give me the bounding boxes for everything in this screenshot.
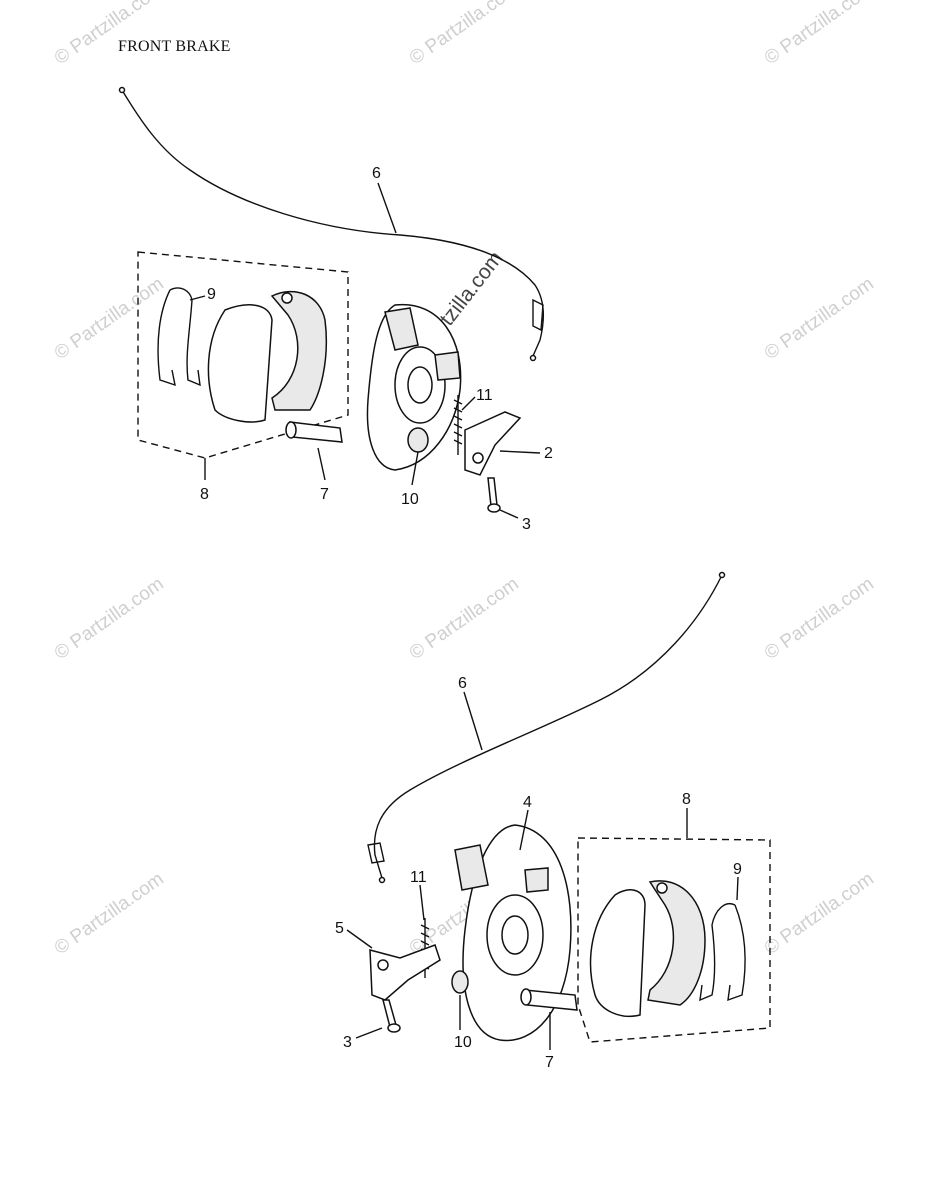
callout-label: 7 [320,486,329,503]
cable-adjuster [367,842,385,864]
watermark: © Partzilla.com [51,573,168,664]
bolt-part-3 [487,477,498,507]
shoe-pivot-hole [656,882,668,894]
brake-cable-part-6 [121,89,544,357]
lower-assembly: 6 4 8 9 11 5 3 10 7 [335,571,771,1071]
callout-label: 10 [454,1034,472,1051]
callout-label: 9 [733,861,742,878]
brake-shoe-left [589,889,646,1017]
brake-panel-lug [454,844,489,891]
cable-end-fitting [378,876,386,884]
diagram-title: FRONT BRAKE [118,38,231,55]
watermark: © Partzilla.com [761,0,878,69]
cable-end-fitting [118,86,126,94]
brake-shoe-right [647,880,706,1006]
callout-label: 2 [544,445,553,462]
callout-label: 5 [335,920,344,937]
callout-label: 6 [458,675,467,692]
watermark: © Partzilla.com [761,868,878,959]
shoe-spring-part-9 [699,903,746,1002]
cable-adjuster [532,298,544,332]
return-spring-part-11 [453,395,463,455]
watermark: © Partzilla.com [406,573,523,664]
cable-end-fitting [718,571,726,579]
cable-end-fitting [529,354,537,362]
brake-cable-part-6 [373,574,723,879]
watermark: © Partzilla.com [51,0,168,69]
panel-seal-part-10 [407,427,429,453]
brake-shoe-left [207,304,273,423]
callout-label: 6 [372,165,381,182]
callout-label: 11 [476,387,493,404]
bolt-part-3 [382,999,397,1028]
brake-panel-lug [524,867,549,893]
callout-label: 8 [200,486,209,503]
panel-seal-part-10 [451,970,469,994]
callout-label: 8 [682,791,691,808]
brake-shoe-set-box-part-8 [577,837,771,1043]
brake-panel-lug [434,351,461,381]
callout-label: 7 [545,1054,554,1071]
brake-shoe-set-box-part-8 [137,251,349,459]
watermark: © Partzilla.com [51,868,168,959]
brake-panel-lug [384,307,419,351]
upper-assembly: 6 9 8 7 10 11 2 3 [118,86,553,533]
shoe-pivot-hole [281,292,293,304]
watermark: © Partzilla.com [761,573,878,664]
watermark-layer: © Partzilla.com © Partzilla.com © Partzi… [51,0,878,959]
watermark: © Partzilla.com [761,273,878,364]
callout-label: 10 [401,491,419,508]
brake-cam-part-7 [289,421,343,443]
callout-label: 4 [523,794,532,811]
callout-label: 11 [410,869,427,886]
brake-arm-part-5 [369,944,441,1001]
brake-arm-part-2 [464,411,522,476]
watermark: © Partzilla.com [406,0,523,69]
callout-label: 3 [343,1034,352,1051]
watermark: © Partzilla.com [51,273,168,364]
brake-shoe-right [270,290,328,411]
shoe-spring-part-9 [157,287,201,387]
callout-label: 3 [522,516,531,533]
callout-label: 9 [207,286,216,303]
